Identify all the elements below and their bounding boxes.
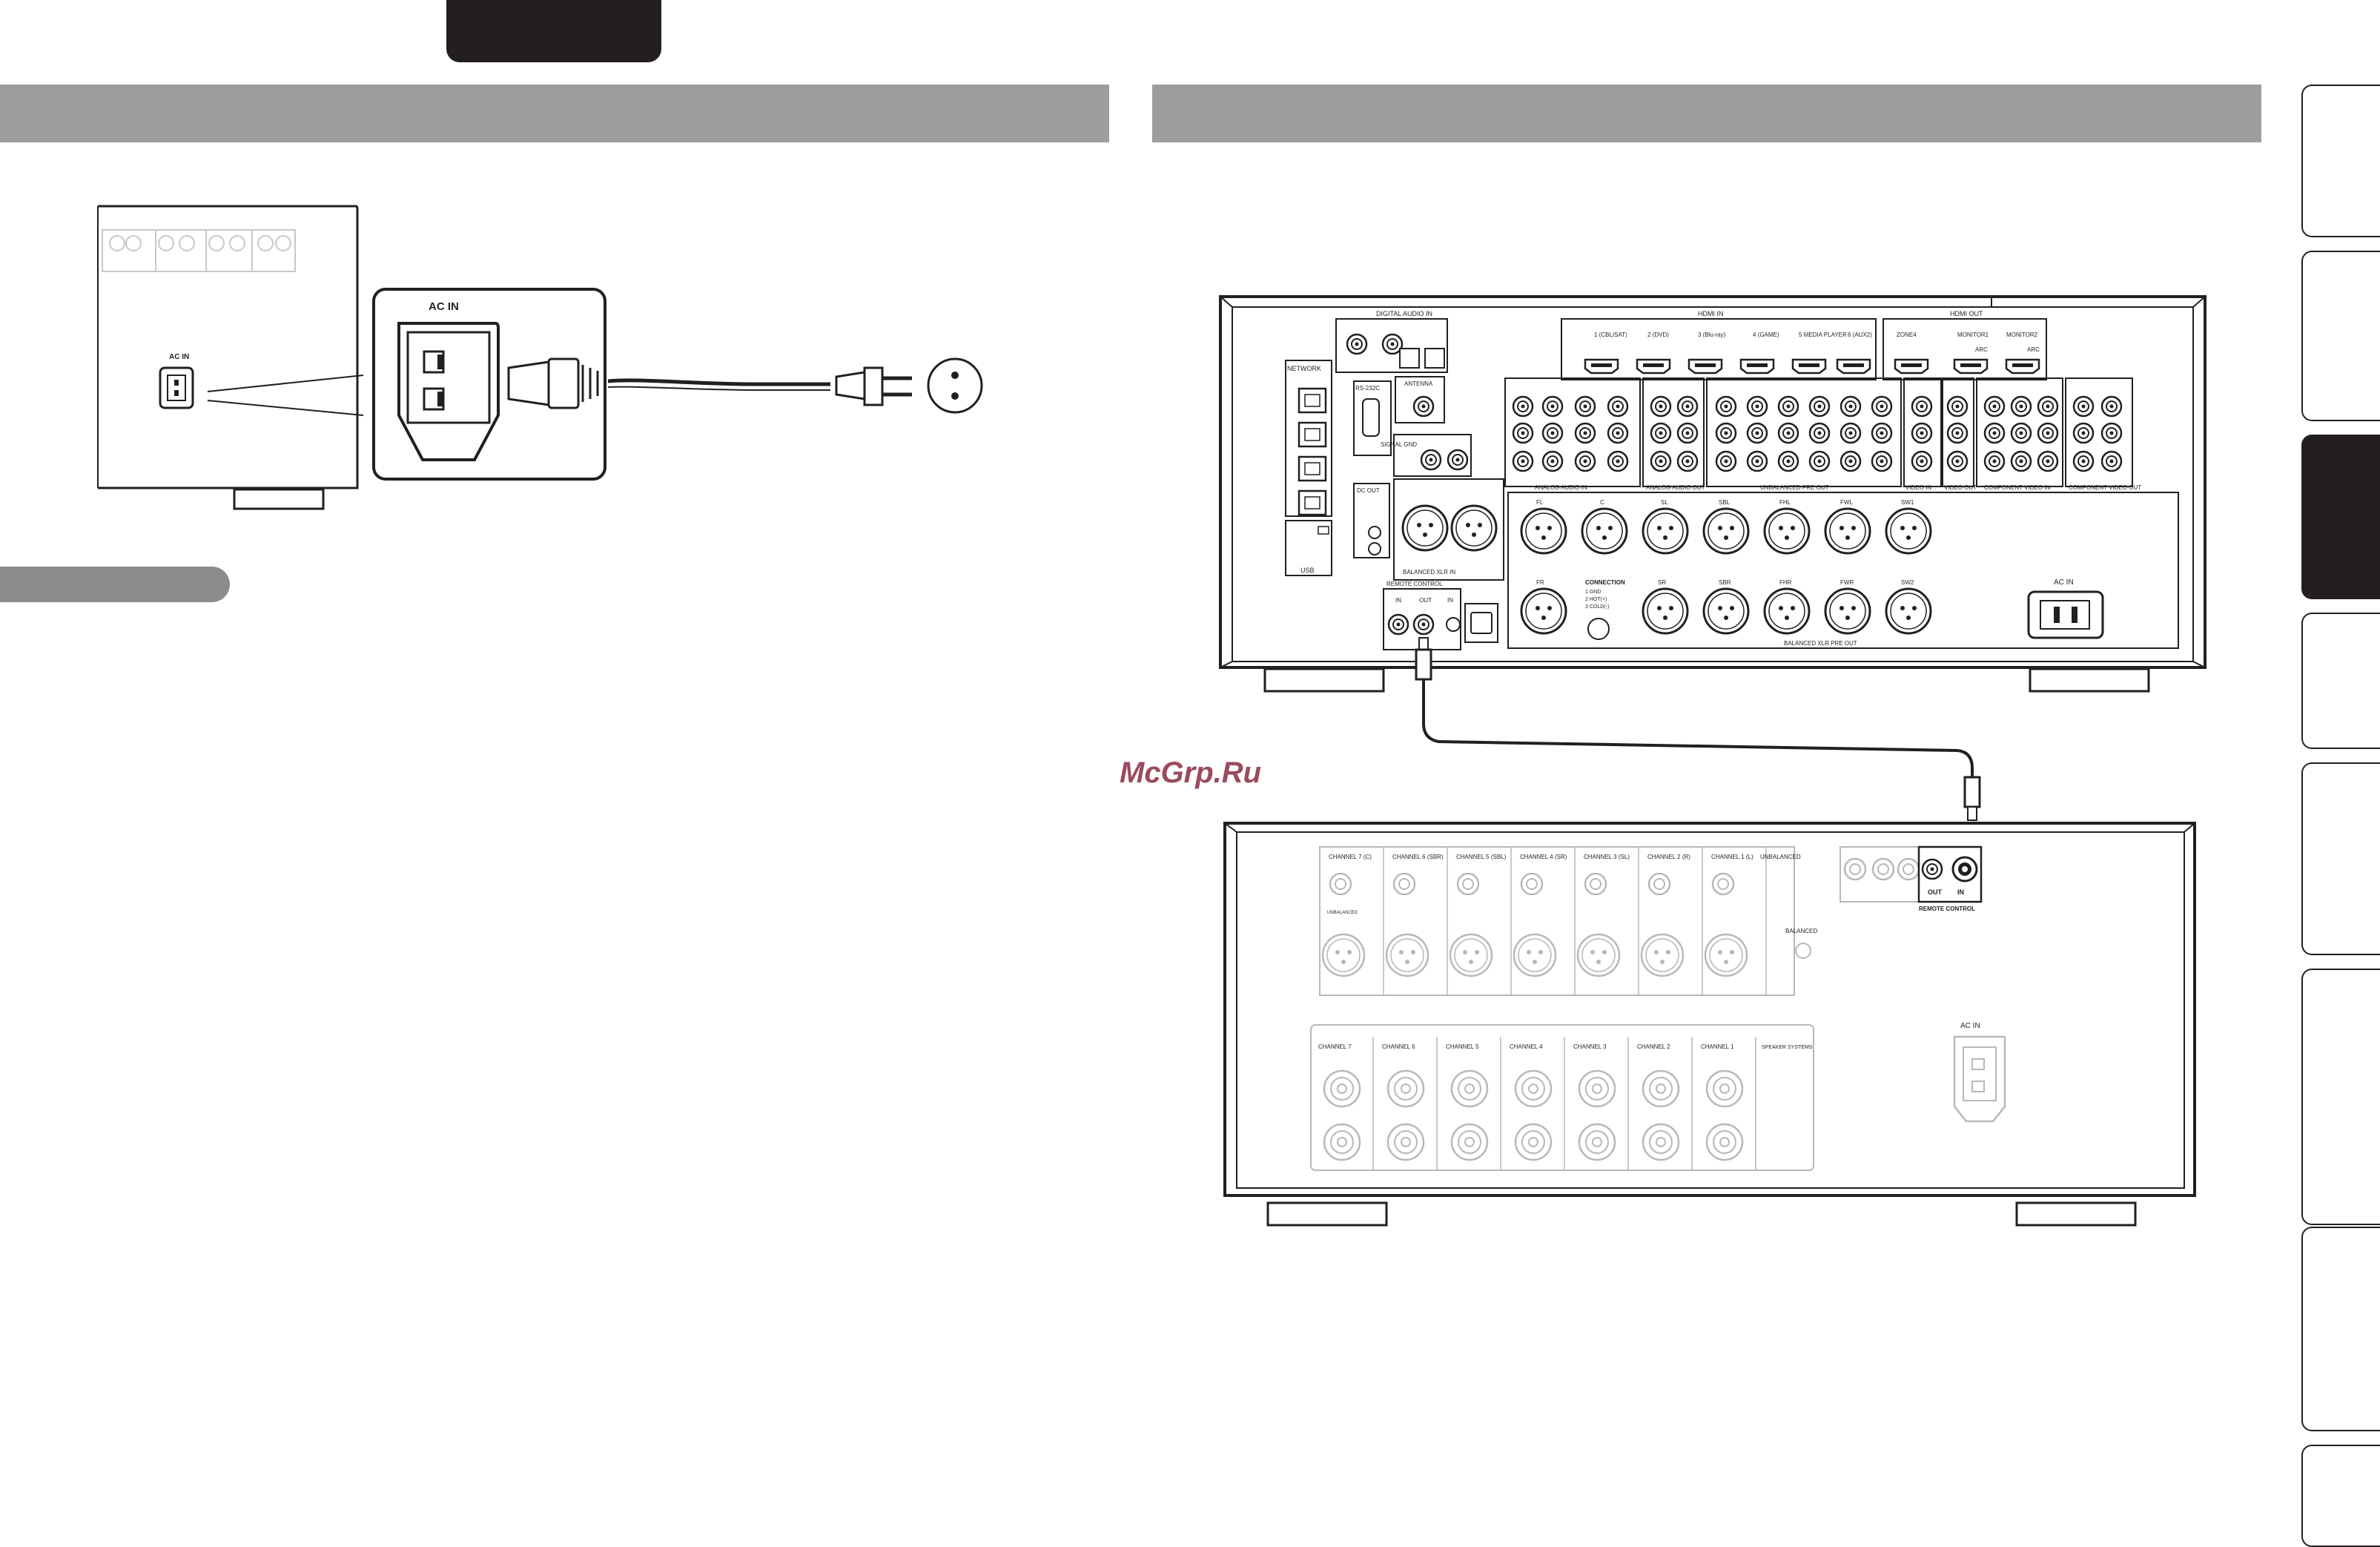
- chapter-tab: [446, 0, 661, 62]
- svg-text:BALANCED: BALANCED: [1785, 928, 1817, 934]
- svg-text:CHANNEL 2: CHANNEL 2: [1637, 1043, 1670, 1050]
- receiver-remote-out-jack: [1412, 613, 1435, 636]
- svg-text:SIGNAL GND: SIGNAL GND: [1381, 441, 1417, 448]
- side-tab-5[interactable]: [2301, 762, 2380, 955]
- svg-text:SW2: SW2: [1901, 579, 1914, 586]
- section-bar-left: [0, 85, 1109, 142]
- svg-text:HDMI OUT: HDMI OUT: [1950, 310, 1983, 317]
- svg-text:5 MEDIA PLAYER: 5 MEDIA PLAYER: [1799, 332, 1847, 338]
- side-tab-4[interactable]: [2301, 613, 2380, 749]
- svg-text:CHANNEL 1 (L): CHANNEL 1 (L): [1711, 854, 1753, 860]
- ac-in-large-label: AC IN: [429, 300, 459, 313]
- watermark: McGrp.Ru: [1120, 756, 1262, 789]
- svg-text:UNBALANCED: UNBALANCED: [1327, 911, 1358, 915]
- side-tab-7[interactable]: [2301, 1227, 2380, 1431]
- svg-text:FHL: FHL: [1779, 499, 1791, 506]
- side-tab-2[interactable]: [2301, 251, 2380, 421]
- svg-text:SL: SL: [1661, 499, 1668, 506]
- svg-text:CONNECTION: CONNECTION: [1585, 579, 1625, 586]
- svg-text:ARC: ARC: [1975, 346, 1988, 353]
- svg-text:CHANNEL 4: CHANNEL 4: [1510, 1043, 1543, 1050]
- svg-text:DIGITAL AUDIO IN: DIGITAL AUDIO IN: [1376, 310, 1432, 317]
- svg-text:IN: IN: [1957, 888, 1964, 896]
- svg-text:SBR: SBR: [1719, 579, 1731, 586]
- wall-socket: [927, 357, 983, 414]
- svg-text:FWL: FWL: [1840, 499, 1853, 506]
- svg-text:1 GND: 1 GND: [1585, 590, 1601, 595]
- ac-cord-figure: AC IN AC IN: [97, 205, 983, 510]
- svg-text:AC IN: AC IN: [1960, 1022, 1980, 1030]
- svg-text:CHANNEL 3: CHANNEL 3: [1573, 1043, 1607, 1050]
- power-amplifier: CHANNEL 7 (C) UNBALANCED CHANNEL 6 (SBR)…: [1223, 822, 2196, 1227]
- svg-text:BALANCED XLR PRE OUT: BALANCED XLR PRE OUT: [1784, 640, 1857, 647]
- svg-text:CHANNEL 4 (SR): CHANNEL 4 (SR): [1520, 854, 1567, 860]
- svg-text:ZONE4: ZONE4: [1897, 332, 1917, 338]
- svg-text:CHANNEL 3 (SL): CHANNEL 3 (SL): [1584, 854, 1630, 860]
- svg-text:SPEAKER SYSTEMS: SPEAKER SYSTEMS: [1762, 1045, 1813, 1050]
- svg-text:FWR: FWR: [1840, 579, 1854, 586]
- side-tab-6[interactable]: [2301, 969, 2380, 1225]
- ac-in-small-label: AC IN: [169, 353, 189, 361]
- svg-text:ARC: ARC: [2027, 346, 2040, 353]
- side-tab-8[interactable]: [2301, 1445, 2380, 1547]
- svg-text:REMOTE CONTROL: REMOTE CONTROL: [1919, 906, 1975, 912]
- svg-text:RS-232C: RS-232C: [1355, 385, 1380, 392]
- svg-text:UNBALANCED: UNBALANCED: [1760, 854, 1801, 860]
- svg-text:VIDEO OUT: VIDEO OUT: [1944, 484, 1977, 491]
- note-pill: [0, 567, 230, 602]
- svg-text:CHANNEL 5 (SBL): CHANNEL 5 (SBL): [1456, 854, 1507, 860]
- svg-text:CHANNEL 2 (R): CHANNEL 2 (R): [1647, 854, 1690, 860]
- svg-text:AC IN: AC IN: [2054, 578, 2074, 587]
- svg-text:6 (AUX2): 6 (AUX2): [1848, 332, 1872, 338]
- remote-control-cable: [1415, 637, 1981, 821]
- svg-text:CHANNEL 7 (C): CHANNEL 7 (C): [1329, 854, 1372, 860]
- svg-text:FR: FR: [1536, 579, 1544, 586]
- section-bar-right: [1152, 85, 2261, 142]
- side-tab-3-active[interactable]: [2301, 435, 2380, 599]
- svg-text:3 COLD(-): 3 COLD(-): [1585, 604, 1609, 610]
- av-receiver: DIGITAL AUDIO IN HDMI IN HDMI OUT 1 (CBL…: [1219, 295, 2207, 693]
- svg-text:1 (CBL/SAT): 1 (CBL/SAT): [1594, 332, 1627, 338]
- svg-text:HDMI IN: HDMI IN: [1698, 310, 1724, 317]
- svg-text:OUT: OUT: [1928, 888, 1943, 896]
- svg-text:CHANNEL 7: CHANNEL 7: [1318, 1043, 1352, 1050]
- amp-remote-control-block: [1917, 845, 1983, 903]
- svg-text:UNBALANCED PRE OUT: UNBALANCED PRE OUT: [1760, 484, 1829, 491]
- svg-text:3 (Blu-ray): 3 (Blu-ray): [1698, 332, 1726, 338]
- svg-text:CHANNEL 1: CHANNEL 1: [1701, 1043, 1734, 1050]
- svg-text:CHANNEL 5: CHANNEL 5: [1446, 1043, 1479, 1050]
- svg-text:ANALOG AUDIO IN: ANALOG AUDIO IN: [1535, 484, 1587, 491]
- svg-text:COMPONENT VIDEO OUT: COMPONENT VIDEO OUT: [2069, 484, 2141, 491]
- svg-text:ANALOG AUDIO OUT: ANALOG AUDIO OUT: [1646, 484, 1705, 491]
- svg-text:IN: IN: [1447, 597, 1453, 604]
- svg-text:MONITOR1: MONITOR1: [1957, 332, 1989, 338]
- svg-text:DC OUT: DC OUT: [1357, 487, 1380, 494]
- svg-text:FHR: FHR: [1779, 579, 1792, 586]
- svg-text:CHANNEL 6 (SBR): CHANNEL 6 (SBR): [1392, 854, 1444, 860]
- svg-text:CHANNEL 6: CHANNEL 6: [1382, 1043, 1415, 1050]
- svg-text:4 (GAME): 4 (GAME): [1753, 332, 1779, 338]
- side-tab-1[interactable]: [2301, 85, 2380, 237]
- rear-panel-figure: DIGITAL AUDIO IN HDMI IN HDMI OUT 1 (CBL…: [1219, 295, 2207, 1227]
- svg-text:USB: USB: [1300, 567, 1315, 574]
- svg-text:VIDEO IN: VIDEO IN: [1905, 484, 1931, 491]
- svg-text:NETWORK: NETWORK: [1287, 365, 1321, 372]
- svg-text:REMOTE CONTROL: REMOTE CONTROL: [1386, 581, 1443, 587]
- svg-text:SW1: SW1: [1901, 499, 1914, 506]
- svg-text:COMPONENT VIDEO IN: COMPONENT VIDEO IN: [1984, 484, 2050, 491]
- svg-text:C: C: [1600, 499, 1604, 506]
- svg-text:BALANCED XLR IN: BALANCED XLR IN: [1403, 569, 1455, 575]
- svg-text:ANTENNA: ANTENNA: [1404, 380, 1433, 387]
- svg-text:MONITOR2: MONITOR2: [2006, 332, 2038, 338]
- svg-text:2 HOT(+): 2 HOT(+): [1585, 597, 1607, 602]
- svg-text:2 (DVD): 2 (DVD): [1647, 332, 1669, 338]
- svg-text:OUT: OUT: [1419, 597, 1432, 604]
- svg-text:SR: SR: [1658, 579, 1666, 586]
- svg-text:IN: IN: [1395, 597, 1401, 604]
- ac-inlet-small: [159, 366, 194, 409]
- svg-text:SBL: SBL: [1719, 499, 1731, 506]
- svg-text:FL: FL: [1536, 499, 1544, 506]
